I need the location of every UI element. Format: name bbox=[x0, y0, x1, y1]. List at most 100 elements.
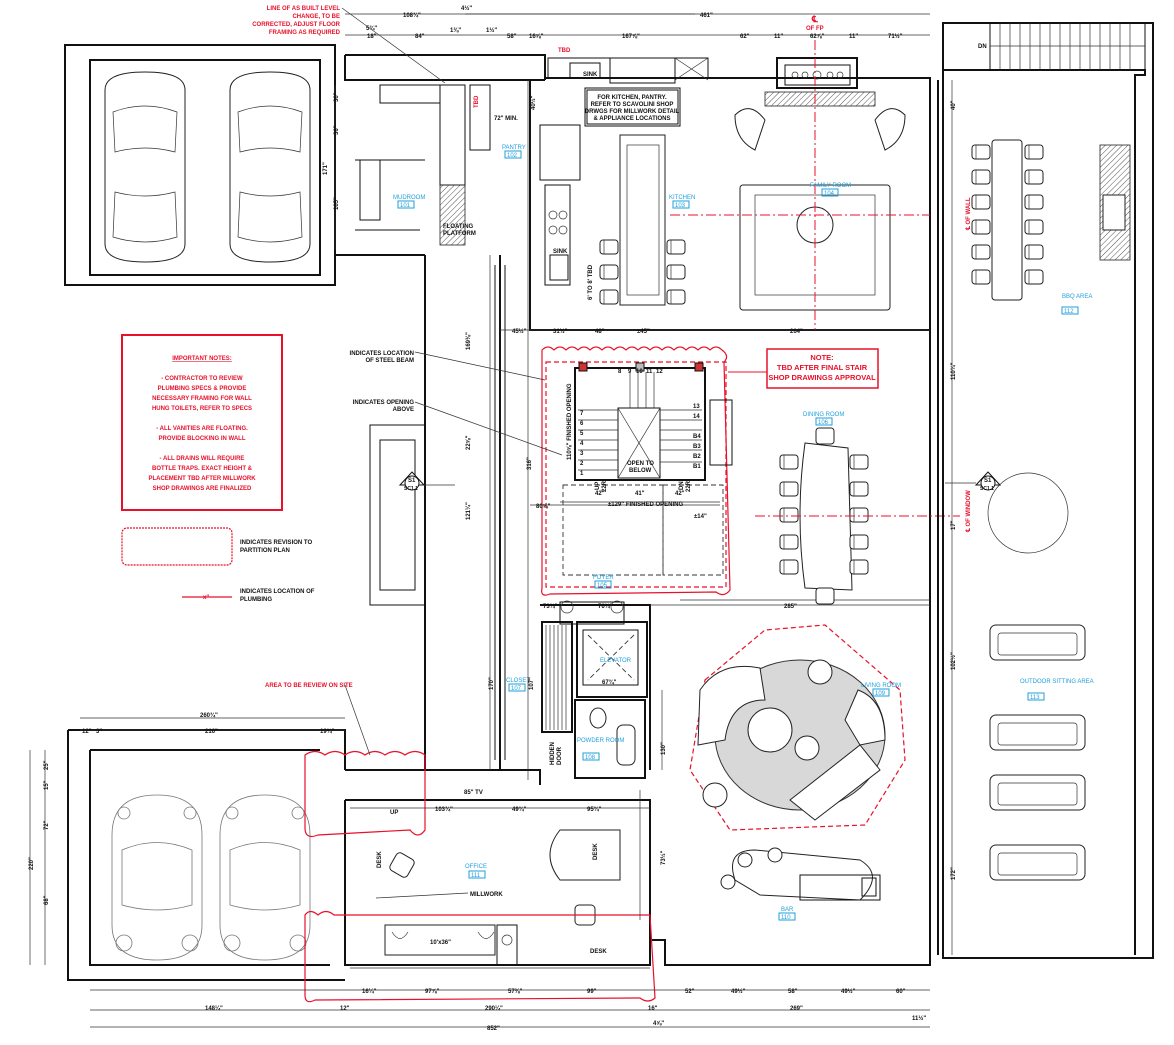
svg-text:10'x36": 10'x36" bbox=[430, 940, 451, 946]
svg-text:PLUMBING SPECS & PROVIDE: PLUMBING SPECS & PROVIDE bbox=[158, 386, 247, 392]
svg-text:8: 8 bbox=[618, 369, 622, 375]
svg-text:73¾": 73¾" bbox=[543, 603, 558, 610]
svg-text:OF STEEL BEAM: OF STEEL BEAM bbox=[365, 358, 414, 364]
svg-text:10: 10 bbox=[636, 369, 643, 375]
svg-text:169⅜": 169⅜" bbox=[466, 332, 472, 350]
svg-text:OPEN TO: OPEN TO bbox=[627, 461, 654, 467]
svg-text:260¾": 260¾" bbox=[200, 712, 218, 719]
svg-text:ELEVATOR: ELEVATOR bbox=[600, 658, 632, 664]
svg-text:FOR KITCHEN, PANTRY.: FOR KITCHEN, PANTRY. bbox=[597, 95, 667, 101]
room-label-closet: CLOSET 107 bbox=[506, 678, 530, 692]
svg-text:57⅜": 57⅜" bbox=[508, 989, 523, 995]
svg-text:B1: B1 bbox=[693, 464, 701, 470]
svg-text:110: 110 bbox=[781, 915, 791, 921]
svg-text:22R: 22R bbox=[686, 480, 692, 492]
svg-text:5¾": 5¾" bbox=[366, 25, 377, 32]
svg-text:290¼": 290¼" bbox=[485, 1005, 503, 1012]
svg-text:UP: UP bbox=[595, 482, 601, 490]
section-mark-west: S1 SC1.1 bbox=[398, 471, 455, 492]
svg-text:3: 3 bbox=[580, 451, 584, 457]
car-icon bbox=[111, 794, 203, 961]
svg-text:852": 852" bbox=[487, 1026, 500, 1032]
svg-text:CHANGE, TO BE: CHANGE, TO BE bbox=[292, 14, 340, 20]
svg-text:84": 84" bbox=[415, 34, 425, 40]
svg-text:S1: S1 bbox=[408, 478, 416, 484]
svg-text:102: 102 bbox=[507, 153, 518, 159]
svg-text:105": 105" bbox=[334, 197, 340, 210]
svg-text:16": 16" bbox=[648, 1006, 658, 1012]
callout-steel-beam: INDICATES LOCATION OF STEEL BEAM bbox=[350, 351, 546, 381]
svg-text:121¼": 121¼" bbox=[465, 502, 472, 520]
svg-text:14: 14 bbox=[693, 414, 700, 420]
svg-text:MUDROOM: MUDROOM bbox=[393, 195, 425, 201]
svg-text:220": 220" bbox=[29, 857, 35, 870]
svg-text:105: 105 bbox=[597, 583, 608, 589]
svg-text:42": 42" bbox=[595, 491, 605, 497]
svg-text:99": 99" bbox=[587, 989, 597, 995]
svg-text:SINK: SINK bbox=[553, 249, 568, 255]
svg-text:49¾": 49¾" bbox=[512, 806, 527, 813]
family-room-furniture bbox=[670, 40, 930, 330]
svg-text:113: 113 bbox=[1030, 695, 1040, 701]
svg-text:95¾": 95¾" bbox=[587, 806, 602, 813]
kitchen-island bbox=[619, 134, 666, 306]
stair bbox=[530, 346, 733, 596]
svg-text:107: 107 bbox=[511, 686, 522, 692]
svg-text:PLACEMENT TBD AFTER MILLWORK: PLACEMENT TBD AFTER MILLWORK bbox=[148, 476, 256, 482]
callout-kitchen-note: FOR KITCHEN, PANTRY. REFER TO SCAVOLINI … bbox=[585, 95, 680, 122]
svg-text:72": 72" bbox=[44, 820, 50, 830]
svg-text:4½": 4½" bbox=[461, 5, 472, 12]
svg-text:49½": 49½" bbox=[731, 988, 746, 995]
svg-text:216": 216" bbox=[205, 729, 218, 735]
svg-text:AREA TO BE REVIEW ON SITE: AREA TO BE REVIEW ON SITE bbox=[265, 683, 353, 689]
svg-text:40½": 40½" bbox=[530, 95, 537, 110]
callout-opening-above: INDICATES OPENING ABOVE bbox=[353, 400, 563, 456]
svg-text:CLOSET: CLOSET bbox=[506, 678, 530, 684]
svg-text:SHOP DRAWINGS APPROVAL: SHOP DRAWINGS APPROVAL bbox=[768, 373, 876, 382]
dimension-labels: 108¾" 4½" 461" 5¾" 18" 84" 1⅜" 1½" 58" 1… bbox=[29, 5, 957, 1032]
svg-text:DESK: DESK bbox=[593, 843, 599, 860]
svg-text:15": 15" bbox=[44, 780, 50, 790]
svg-text:4: 4 bbox=[580, 441, 584, 447]
svg-text:102½": 102½" bbox=[950, 652, 957, 670]
svg-text:DOOR: DOOR bbox=[557, 746, 563, 765]
car-icon bbox=[219, 794, 311, 961]
svg-text:CORRECTED, ADJUST FLOOR: CORRECTED, ADJUST FLOOR bbox=[252, 22, 340, 28]
svg-text:PLUMBING: PLUMBING bbox=[240, 597, 272, 603]
deck bbox=[937, 22, 1154, 959]
svg-text:68": 68" bbox=[44, 895, 50, 905]
legend-plumbing: x" INDICATES LOCATION OF PLUMBING bbox=[182, 589, 315, 603]
svg-text:130": 130" bbox=[661, 742, 667, 755]
svg-text:19¾": 19¾" bbox=[320, 728, 335, 735]
svg-text:72" MIN.: 72" MIN. bbox=[494, 116, 518, 122]
svg-text:±45": ±45" bbox=[637, 329, 650, 335]
svg-text:1½": 1½" bbox=[486, 27, 497, 34]
room-label-outdoor-sitting-area: OUTDOOR SITTING AREA 113 bbox=[1020, 679, 1094, 701]
svg-text:71½": 71½" bbox=[888, 33, 903, 40]
svg-text:HUNG TOILETS, REFER TO SPECS: HUNG TOILETS, REFER TO SPECS bbox=[152, 406, 252, 412]
svg-text:62": 62" bbox=[740, 34, 750, 40]
svg-text:±14": ±14" bbox=[694, 514, 707, 520]
svg-text:DESK: DESK bbox=[377, 851, 383, 868]
svg-text:MILLWORK: MILLWORK bbox=[470, 892, 503, 898]
car-icon bbox=[104, 71, 186, 263]
svg-text:x": x" bbox=[203, 595, 209, 601]
svg-text:7: 7 bbox=[580, 411, 584, 417]
svg-text:HIDDEN: HIDDEN bbox=[550, 742, 556, 765]
svg-text:BAR: BAR bbox=[781, 907, 794, 913]
svg-text:TBD AFTER FINAL STAIR: TBD AFTER FINAL STAIR bbox=[777, 363, 868, 372]
svg-text:DN: DN bbox=[679, 481, 685, 490]
callout-stair-note: NOTE: TBD AFTER FINAL STAIR SHOP DRAWING… bbox=[728, 348, 879, 389]
svg-text:OUTDOOR SITTING AREA: OUTDOOR SITTING AREA bbox=[1020, 679, 1094, 685]
svg-text:62⅞": 62⅞" bbox=[810, 34, 825, 40]
svg-text:12": 12" bbox=[82, 729, 92, 735]
svg-text:INDICATES OPENING: INDICATES OPENING bbox=[353, 400, 415, 406]
svg-text:103: 103 bbox=[675, 203, 686, 209]
svg-text:DN: DN bbox=[978, 44, 987, 50]
